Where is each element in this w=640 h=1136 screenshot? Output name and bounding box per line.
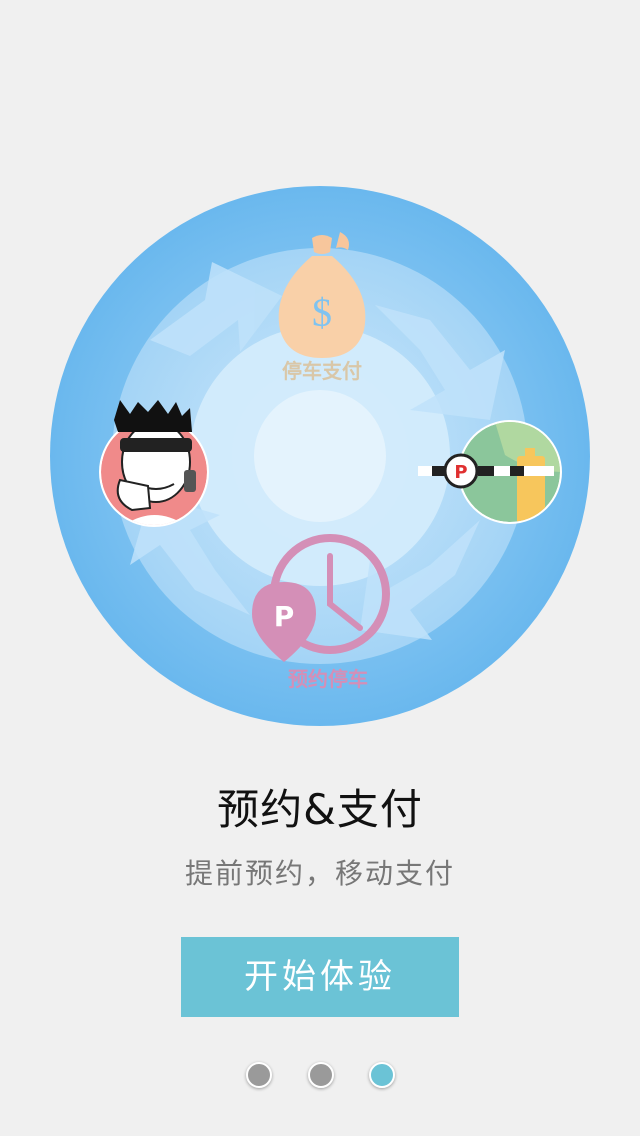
arrow-top-right-icon bbox=[375, 305, 505, 420]
page-subtitle: 提前预约，移动支付 bbox=[184, 857, 455, 890]
page-dot-3-active[interactable] bbox=[369, 1062, 395, 1088]
center-circle bbox=[254, 390, 386, 522]
svg-text:P: P bbox=[454, 462, 467, 483]
hero-illustration: $ 停车支付 P bbox=[50, 186, 590, 726]
page-dot-1[interactable] bbox=[246, 1062, 272, 1088]
arrow-top-left-icon bbox=[150, 262, 282, 356]
money-bag-icon: $ bbox=[278, 232, 366, 358]
page-dot-2[interactable] bbox=[308, 1062, 334, 1088]
parking-clock-icon: P bbox=[252, 534, 390, 662]
start-experience-button[interactable]: 开始体验 bbox=[181, 937, 459, 1017]
page-title: 预约&支付 bbox=[217, 785, 423, 834]
svg-text:$: $ bbox=[312, 290, 332, 335]
parking-gate-icon: P bbox=[418, 420, 562, 524]
reservation-step-label: 预约停车 bbox=[288, 667, 368, 691]
arrow-bottom-right-icon bbox=[360, 520, 480, 640]
svg-text:P: P bbox=[274, 600, 295, 633]
payment-step-label: 停车支付 bbox=[282, 359, 362, 383]
thumbs-up-avatar bbox=[99, 400, 209, 527]
